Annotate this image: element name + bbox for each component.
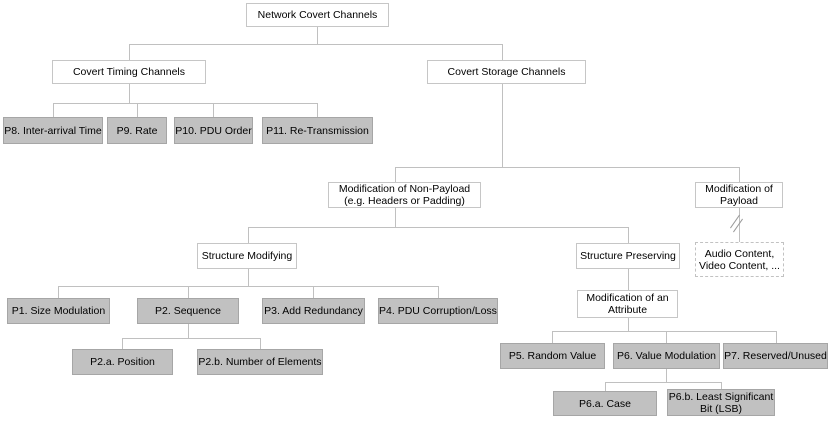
connector-to-p2: [188, 286, 189, 298]
node-label-line: Video Content, ...: [699, 259, 780, 272]
node-label-line: Modification of Non-Payload: [338, 183, 471, 195]
connector-to-p1: [58, 286, 59, 298]
connector-to-p11: [317, 103, 318, 117]
node-p2b-number-of-elements: P2.b. Number of Elements: [197, 349, 323, 375]
node-label: P10. PDU Order: [175, 124, 252, 137]
connector-structpres-stem: [628, 269, 629, 290]
node-label: Structure Preserving: [580, 250, 676, 262]
node-structure-modifying: Structure Modifying: [197, 243, 297, 269]
connector-to-structpres: [628, 227, 629, 243]
connector-to-structmod: [248, 227, 249, 243]
connector-p2-stem: [188, 324, 189, 338]
break-slash: [730, 214, 740, 229]
node-label: P2.b. Number of Elements: [198, 356, 322, 368]
node-p9-rate: P9. Rate: [107, 117, 167, 144]
connector-to-p6a: [605, 382, 606, 391]
connector-to-p4: [438, 286, 439, 298]
connector-structmod-stem: [248, 269, 249, 286]
connector-to-timing: [129, 44, 130, 60]
node-label-line: Modification of: [705, 183, 773, 195]
connector-to-nonpayload: [395, 167, 396, 182]
connector-to-p9: [137, 103, 138, 117]
connector-p6-branch: [605, 382, 722, 383]
node-label: P4. PDU Corruption/Loss: [379, 305, 497, 317]
node-p1-size-modulation: P1. Size Modulation: [7, 298, 110, 324]
node-p2a-position: P2.a. Position: [72, 349, 173, 375]
connector-root-branch: [129, 44, 503, 45]
node-p3-add-redundancy: P3. Add Redundancy: [262, 298, 365, 324]
node-p6a-case: P6.a. Case: [553, 391, 657, 416]
connector-to-p2a: [122, 338, 123, 349]
connector-p2-branch: [122, 338, 261, 339]
node-label: Covert Storage Channels: [447, 66, 566, 78]
node-label: Structure Modifying: [201, 250, 293, 262]
connector-storage-stem: [502, 84, 503, 168]
node-audio-video-content: Audio Content, Video Content, ...: [695, 242, 784, 277]
node-label-line: Modification of an: [586, 292, 669, 304]
node-covert-timing-channels: Covert Timing Channels: [52, 60, 206, 84]
node-modification-of-an-attribute: Modification of an Attribute: [577, 290, 678, 318]
node-label: P6.a. Case: [579, 397, 631, 410]
node-label-line: Bit (LSB): [699, 402, 742, 415]
node-p8-inter-arrival-time: P8. Inter-arrival Time: [3, 117, 103, 144]
node-p6b-least-significant-bit: P6.b. Least Significant Bit (LSB): [667, 389, 775, 416]
connector-storage-branch: [395, 167, 740, 168]
node-network-covert-channels: Network Covert Channels: [246, 3, 389, 27]
connector-to-p6: [666, 331, 667, 343]
connector-to-p2b: [260, 338, 261, 349]
node-label: P2. Sequence: [155, 305, 221, 317]
connector-to-storage: [502, 44, 503, 60]
node-label: P7. Reserved/Unused: [724, 350, 827, 362]
node-p7-reserved-unused: P7. Reserved/Unused: [723, 343, 828, 369]
node-label: Covert Timing Channels: [72, 66, 186, 78]
connector-structmod-branch: [58, 286, 439, 287]
node-modification-of-payload: Modification of Payload: [695, 182, 783, 208]
node-p6-value-modulation: P6. Value Modulation: [613, 343, 720, 369]
node-label: P5. Random Value: [508, 350, 597, 362]
node-structure-preserving: Structure Preserving: [576, 243, 680, 269]
node-label: P3. Add Redundancy: [264, 305, 363, 317]
line-break-mark: [727, 214, 747, 233]
connector-root-stem: [317, 27, 318, 44]
connector-payload-stem: [739, 208, 740, 242]
node-label: P2.a. Position: [90, 356, 155, 368]
connector-to-payload: [739, 167, 740, 182]
connector-to-p7: [776, 331, 777, 343]
node-label-line: Attribute: [607, 304, 648, 316]
connector-nonpayload-branch: [248, 227, 629, 228]
node-label: P6. Value Modulation: [616, 350, 717, 362]
node-p11-re-transmission: P11. Re-Transmission: [262, 117, 373, 144]
node-label: P8. Inter-arrival Time: [4, 124, 102, 137]
connector-modattr-branch: [552, 331, 777, 332]
connector-modattr-stem: [628, 318, 629, 331]
connector-p6-stem: [666, 369, 667, 382]
node-covert-storage-channels: Covert Storage Channels: [427, 60, 586, 84]
node-label-line: Payload: [720, 195, 758, 207]
connector-timing-branch: [53, 103, 318, 104]
connector-to-p5: [552, 331, 553, 343]
connector-to-p3: [313, 286, 314, 298]
connector-to-p8: [53, 103, 54, 117]
node-label: P1. Size Modulation: [11, 305, 106, 317]
connector-to-p6b: [721, 382, 722, 389]
connector-to-p10: [213, 103, 214, 117]
connector-timing-stem: [129, 84, 130, 103]
node-label: Network Covert Channels: [257, 9, 378, 21]
node-modification-of-non-payload: Modification of Non-Payload (e.g. Header…: [328, 182, 481, 208]
node-p10-pdu-order: P10. PDU Order: [174, 117, 253, 144]
node-p2-sequence: P2. Sequence: [137, 298, 239, 324]
node-p4-pdu-corruption-loss: P4. PDU Corruption/Loss: [378, 298, 498, 324]
node-label-line: Audio Content,: [704, 247, 775, 260]
node-label-line: P6.b. Least Significant: [668, 390, 774, 403]
node-p5-random-value: P5. Random Value: [500, 343, 605, 369]
node-label: P11. Re-Transmission: [266, 124, 369, 137]
node-label-line: (e.g. Headers or Padding): [344, 195, 465, 207]
node-label: P9. Rate: [116, 124, 158, 137]
connector-nonpayload-stem: [395, 208, 396, 227]
